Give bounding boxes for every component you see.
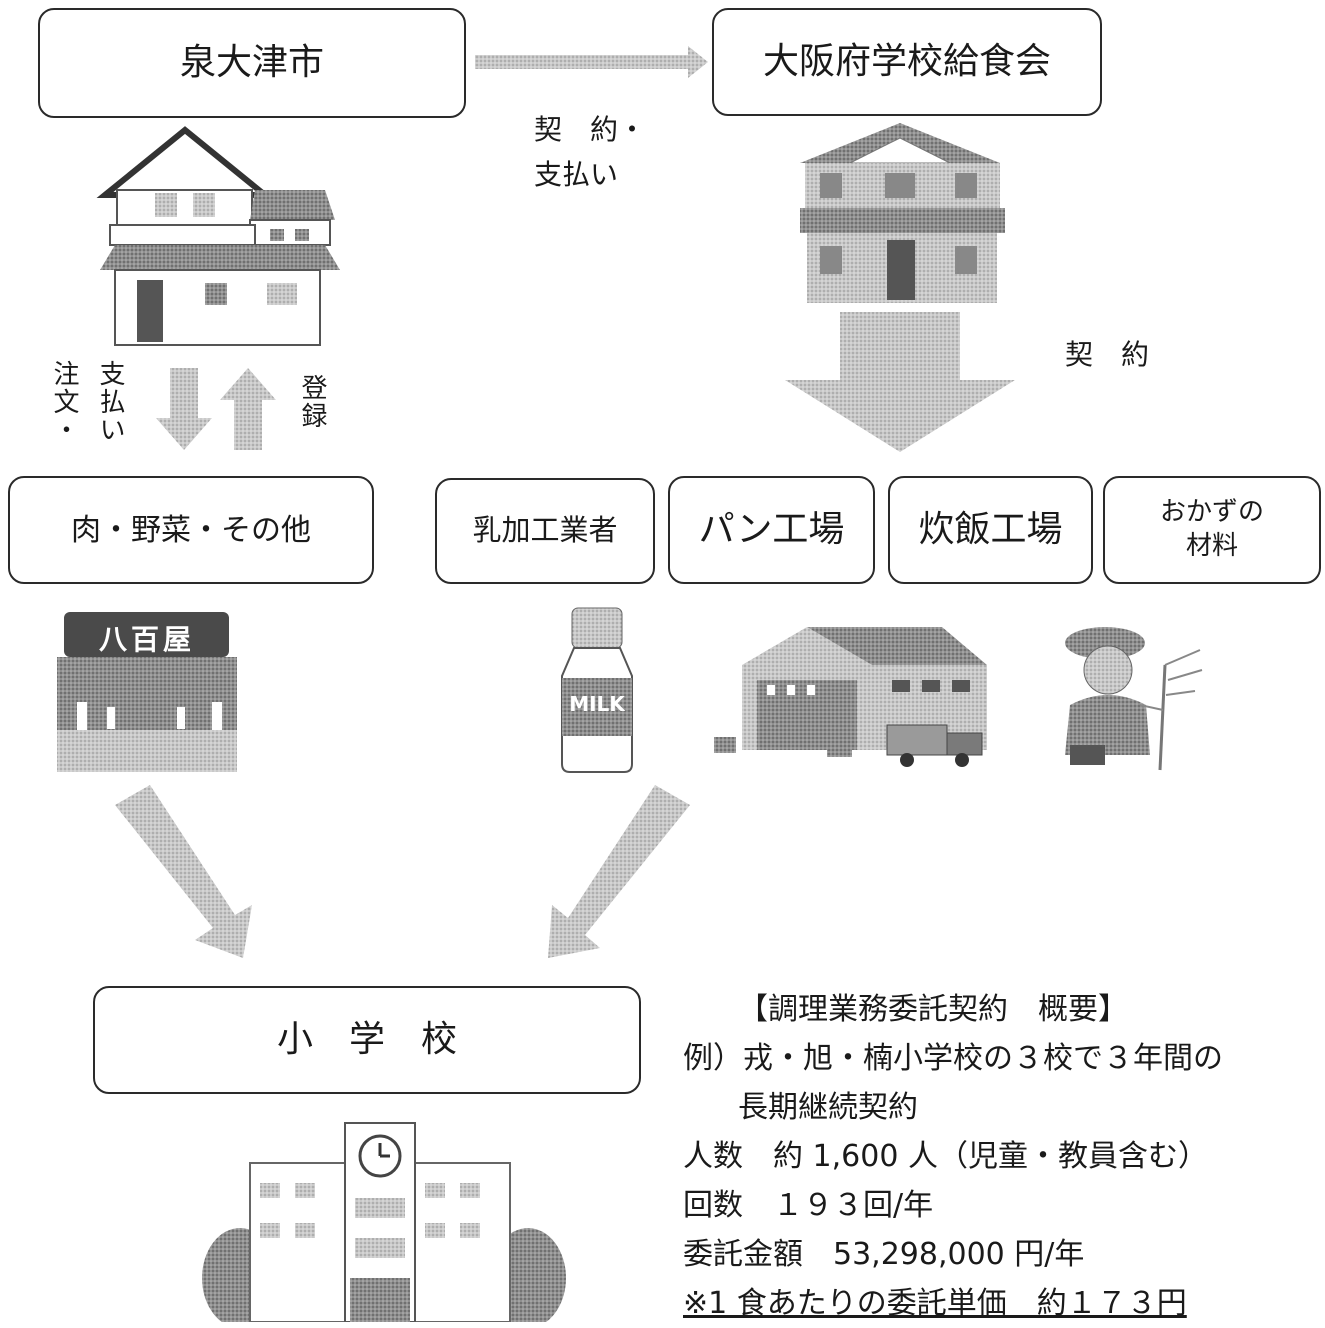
side-dish-label-line1: おかずの xyxy=(1159,497,1264,528)
city-house-illustration xyxy=(96,126,340,346)
dairy-box: 乳加工業者 xyxy=(435,478,655,584)
school-box: 小 学 校 xyxy=(93,986,641,1094)
summary-line-2: 長期継続契約 xyxy=(738,1090,918,1125)
shop-sign-text: 八百屋 xyxy=(98,623,195,656)
arrow-order-down xyxy=(156,368,212,450)
arrow-shop-to-school xyxy=(115,785,252,958)
summary-line-4: 回数 １９３回/年 xyxy=(683,1188,934,1223)
assoc-box: 大阪府学校給食会 xyxy=(712,8,1102,116)
assoc-label: 大阪府学校給食会 xyxy=(762,40,1051,82)
contract-summary: 【調理業務委託契約 概要】 例）戎・旭・楠小学校の３校で３年間の 長期継続契約 … xyxy=(683,985,1223,1328)
factory-illustration xyxy=(714,627,987,767)
side-dish-box: おかずの 材料 xyxy=(1103,476,1321,584)
side-dish-label-line2: 材料 xyxy=(1185,531,1238,561)
city-label: 泉大津市 xyxy=(179,41,324,83)
school-building-illustration xyxy=(202,1122,566,1322)
order-label: 注文・ xyxy=(49,360,79,444)
register-label: 登録 xyxy=(297,374,327,430)
school-label: 小 学 校 xyxy=(276,1018,457,1060)
summary-title: 【調理業務委託契約 概要】 xyxy=(738,992,1128,1027)
arrow-city-to-assoc xyxy=(475,46,708,78)
bread-box: パン工場 xyxy=(668,476,875,584)
bread-label: パン工場 xyxy=(698,508,845,550)
milk-bottle-illustration: MILK xyxy=(556,606,638,774)
rice-label: 炊飯工場 xyxy=(918,508,1063,550)
summary-line-3: 人数 約 1,600 人（児童・教員含む） xyxy=(683,1139,1208,1174)
summary-line-6: ※1 食あたりの委託単価 約１７３円 xyxy=(683,1286,1187,1321)
milk-label: MILK xyxy=(569,692,625,716)
dairy-label: 乳加工業者 xyxy=(472,513,618,548)
arrow-assoc-down xyxy=(785,312,1015,452)
vegetable-shop-illustration: 八百屋 xyxy=(52,612,242,772)
meat-veg-box: 肉・野菜・その他 xyxy=(8,476,374,584)
contract-label: 契 約 xyxy=(1065,338,1150,371)
summary-line-1: 例）戎・旭・楠小学校の３校で３年間の xyxy=(683,1041,1223,1076)
farmer-illustration xyxy=(1065,627,1203,771)
meat-veg-label: 肉・野菜・その他 xyxy=(71,512,311,548)
rice-box: 炊飯工場 xyxy=(888,476,1093,584)
contract-pay-label-1: 契 約・ xyxy=(534,113,647,146)
arrow-register-up xyxy=(220,368,276,450)
contract-pay-label-2: 支払い xyxy=(534,158,619,191)
summary-line-5: 委託金額 53,298,000 円/年 xyxy=(683,1237,1085,1272)
assoc-building-illustration xyxy=(800,123,1005,303)
arrow-milk-to-school xyxy=(548,785,690,958)
city-box: 泉大津市 xyxy=(38,8,466,118)
payment-label: 支払い xyxy=(95,360,125,444)
